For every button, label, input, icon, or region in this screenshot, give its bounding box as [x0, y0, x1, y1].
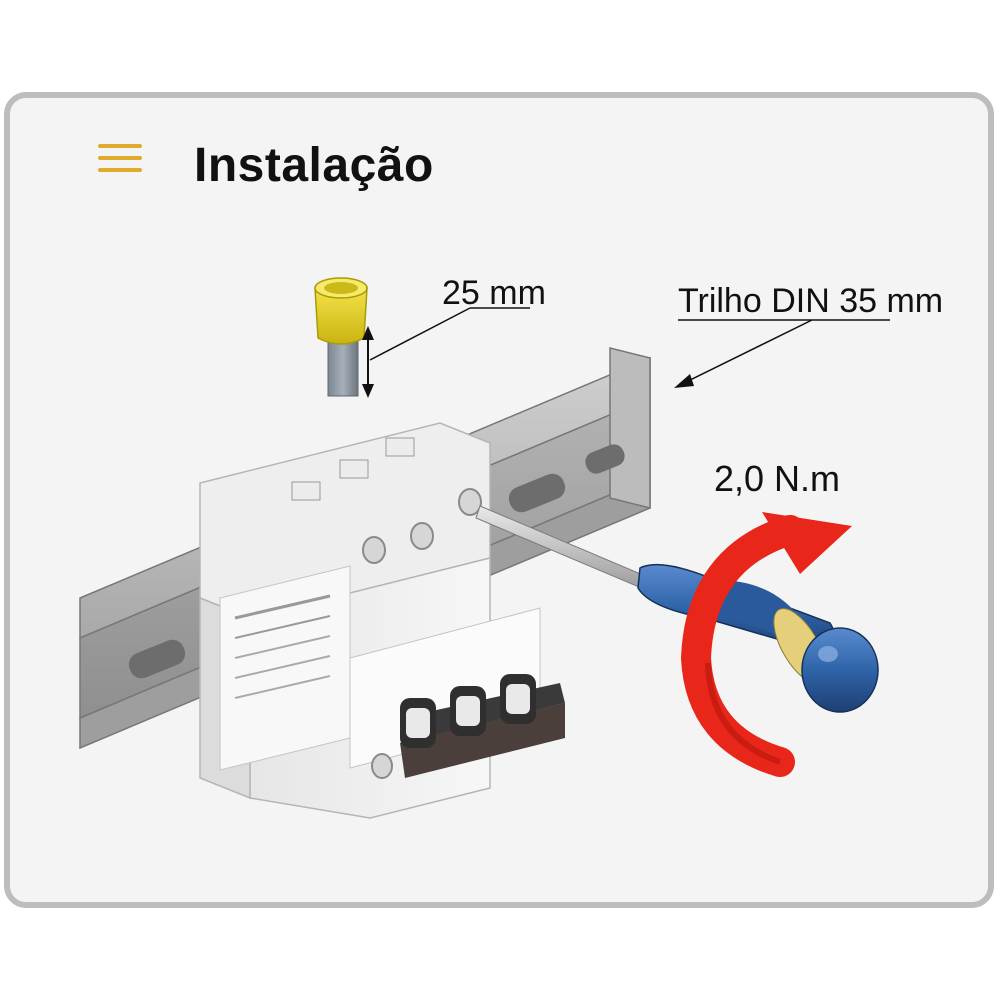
ferrule-length-label: 25 mm	[442, 274, 546, 312]
terminal-screws	[291, 437, 482, 779]
circuit-breaker	[199, 422, 565, 819]
hamburger-menu-icon[interactable]	[98, 138, 144, 178]
installation-card: Instalação	[4, 92, 994, 908]
wire-ferrule-icon	[314, 277, 368, 397]
din-rail-label: Trilho DIN 35 mm	[678, 282, 944, 320]
page-title: Instalação	[194, 139, 434, 192]
installation-diagram	[79, 277, 890, 819]
breaker-toggle-handles	[400, 674, 565, 778]
ferrule-dimension-arrow	[362, 307, 530, 398]
torque-label: 2,0 N.m	[714, 458, 841, 499]
din-rail-pointer-arrow	[674, 319, 890, 388]
rotation-arrow-icon	[680, 512, 852, 777]
